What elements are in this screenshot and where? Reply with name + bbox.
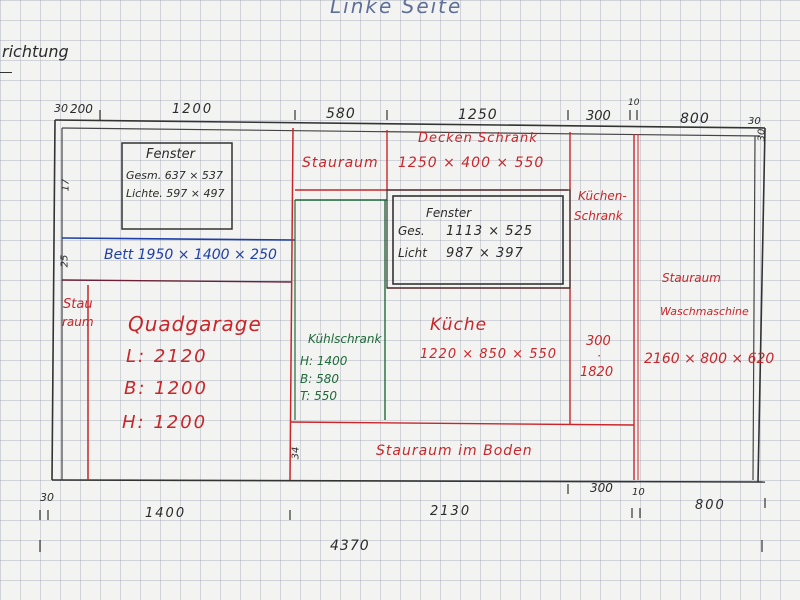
stauraum-top-label: Stauraum <box>302 155 379 171</box>
dim-top-200: 200 <box>70 102 93 116</box>
dim-right-30-vertical: 30 <box>756 128 768 142</box>
quadgarage-width: B: 1200 <box>124 378 208 399</box>
dim-top-30: 30 <box>54 102 68 115</box>
deckenschrank-dims: 1250 × 400 × 550 <box>398 155 545 171</box>
kuehlschrank-height: H: 1400 <box>300 354 348 368</box>
kueche-title: Küche <box>430 315 488 335</box>
bed-top-line <box>61 237 296 241</box>
stauraum-left-line1: Stau <box>63 297 93 312</box>
window-left-licht: Lichte. 597 × 497 <box>126 187 225 200</box>
dim-bottom-300: 300 <box>590 481 613 495</box>
window-right-title: Fenster <box>426 206 472 220</box>
stauraum-wasch-line1: Stauraum <box>662 271 721 285</box>
kuechenschrank-line1: Küchen- <box>578 189 627 203</box>
corner-label: richtung <box>2 42 69 61</box>
dim-bottom-30: 30 <box>40 491 54 504</box>
kuehlschrank-width: B: 580 <box>300 372 339 386</box>
dim-bottom-10: 10 <box>632 487 645 498</box>
bed-label: Bett 1950 × 1400 × 250 <box>104 247 277 263</box>
corner-underline <box>0 72 12 73</box>
dim-top-30-right: 30 <box>748 116 761 127</box>
kuechenschrank-width: 300 <box>586 334 611 349</box>
window-left-gesamt: Gesm. 637 × 537 <box>126 169 223 182</box>
dim-top-800: 800 <box>680 111 710 127</box>
outer-left-line <box>51 119 56 481</box>
dim-top-300: 300 <box>586 109 611 124</box>
outer-right-inner-line <box>752 135 756 481</box>
dim-top-1200: 1200 <box>172 102 214 117</box>
quadgarage-height: H: 1200 <box>122 412 208 433</box>
dim-bottom-800: 800 <box>695 498 726 513</box>
quadgarage-title: Quadgarage <box>128 312 262 336</box>
kuehlschrank-title: Kühlschrank <box>308 332 382 346</box>
quadgarage-length: L: 2120 <box>126 346 208 367</box>
dim-top-1250: 1250 <box>458 107 498 123</box>
outer-top-line <box>54 119 766 129</box>
dim-bottom-1400: 1400 <box>145 506 187 521</box>
bed-bottom-line <box>61 279 293 283</box>
window-right-licht-value: 987 × 397 <box>446 246 524 261</box>
window-right-inner-box <box>392 195 564 285</box>
kuehlschrank-depth: T: 550 <box>300 389 337 403</box>
stauraum-wasch-dims: 2160 × 800 × 620 <box>644 351 775 367</box>
dim-top-580: 580 <box>326 106 356 122</box>
window-left-title: Fenster <box>146 147 195 162</box>
side-mark-34: 34 <box>290 446 302 460</box>
window-left-box <box>121 142 233 230</box>
side-mark-17: 17 <box>60 178 72 192</box>
dim-total: 4370 <box>330 538 370 554</box>
window-right-licht-label: Licht <box>398 246 427 260</box>
stauraum-wasch-line2: Waschmaschine <box>660 305 749 318</box>
stauraum-boden-label: Stauraum im Boden <box>376 443 533 459</box>
stauraum-left-line2: raum <box>62 315 94 329</box>
side-mark-25: 25 <box>59 254 71 268</box>
deckenschrank-title: Decken Schrank <box>418 131 538 146</box>
outer-top-inner-line <box>61 127 761 137</box>
window-right-ges-label: Ges. <box>398 224 425 238</box>
kuechenschrank-height: 1820 <box>580 365 614 380</box>
kuechenschrank-line2: Schrank <box>574 209 623 223</box>
window-right-outer-box <box>386 189 571 289</box>
dim-top-10: 10 <box>628 98 640 108</box>
dim-bottom-2130: 2130 <box>430 504 472 519</box>
outer-bottom-line <box>51 479 766 483</box>
page-title: Linke Seite <box>330 0 463 18</box>
outer-right-line <box>757 127 766 483</box>
kuechenschrank-separator: · <box>597 349 601 363</box>
kueche-dims: 1220 × 850 × 550 <box>420 347 558 362</box>
window-right-ges-value: 1113 × 525 <box>446 224 534 239</box>
